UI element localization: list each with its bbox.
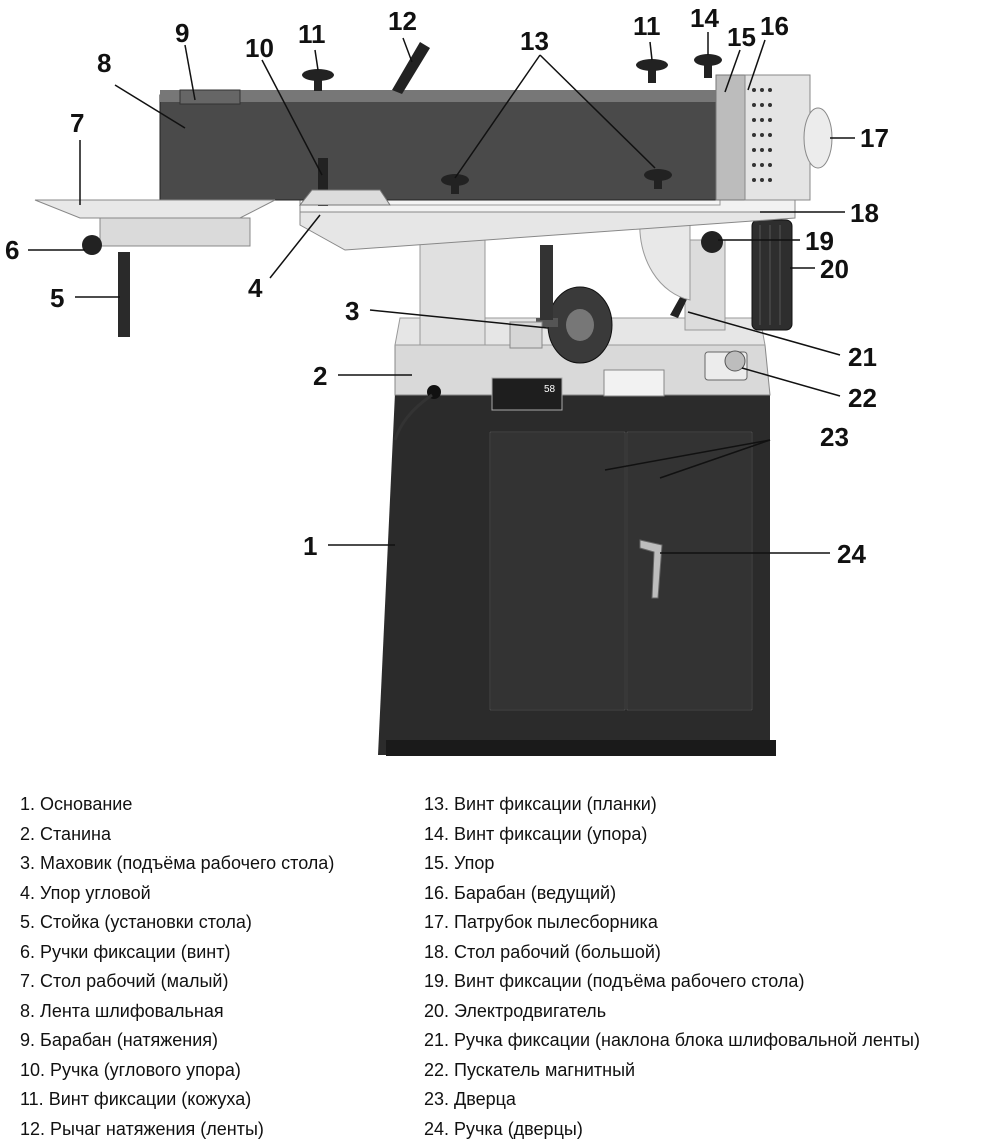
power-cable — [393, 393, 433, 441]
callout-11b: 11 — [633, 11, 661, 41]
legend-item: 7. Стол рабочий (малый) — [20, 971, 229, 991]
callout-16: 16 — [760, 11, 789, 41]
callout-24: 24 — [837, 539, 866, 569]
magnetic-starter — [704, 350, 748, 381]
callout-18: 18 — [850, 198, 879, 228]
callout-5: 5 — [50, 283, 64, 313]
callout-20: 20 — [820, 254, 849, 284]
top-knobs — [302, 54, 722, 194]
legend-item: 14. Винт фиксации (упора) — [424, 823, 648, 844]
vent-holes — [752, 88, 772, 182]
callout-19: 19 — [805, 226, 834, 256]
legend-item: 4. Упор угловой — [20, 882, 151, 903]
small-work-table — [34, 199, 276, 337]
cabinet-base — [378, 393, 776, 756]
legend-item: 17. Патрубок пылесборника — [424, 912, 658, 932]
legend-item: 11. Винт фиксации (кожуха) — [20, 1089, 252, 1109]
legend-item: 24. Ручка (дверцы) — [424, 1118, 583, 1139]
legend-item: 6. Ручки фиксации (винт) — [20, 941, 231, 962]
legend-item: 20. Электродвигатель — [424, 1000, 607, 1021]
callout-4: 4 — [248, 273, 263, 303]
door-handle — [639, 539, 663, 599]
callout-15: 15 — [727, 22, 756, 52]
callout-9: 9 — [175, 18, 189, 48]
legend-item: 22. Пускатель магнитный — [424, 1059, 636, 1080]
callout-2: 2 — [313, 361, 327, 391]
leader-lines — [28, 32, 855, 554]
angle-fence — [298, 158, 391, 206]
legend-item: 12. Рычаг натяжения (ленты) — [20, 1118, 264, 1139]
callout-1: 1 — [303, 531, 317, 561]
brand-plate: 58 — [491, 377, 563, 411]
dust-port — [803, 107, 833, 169]
legend-item: 19. Винт фиксации (подъёма рабочего стол… — [424, 971, 805, 991]
callout-3: 3 — [345, 296, 359, 326]
tension-lever — [392, 42, 430, 94]
callout-10: 10 — [245, 33, 274, 63]
legend-item: 21. Ручка фиксации (наклона блока шлифов… — [424, 1030, 920, 1050]
callout-13: 13 — [520, 26, 549, 56]
legend-item: 2. Станина — [20, 823, 112, 844]
callout-6: 6 — [5, 235, 19, 265]
callout-21: 21 — [848, 342, 877, 372]
legend-item: 15. Упор — [424, 853, 495, 873]
callout-7: 7 — [70, 108, 84, 138]
callout-17: 17 — [860, 123, 889, 153]
legend-item: 1. Основание — [20, 794, 133, 814]
sanding-belt-housing — [159, 74, 811, 201]
legend-item: 9. Барабан (натяжения) — [20, 1030, 219, 1050]
legend-item: 18. Стол рабочий (большой) — [424, 941, 661, 962]
warning-plate — [603, 369, 665, 397]
machine-frame — [394, 239, 771, 396]
legend-item: 10. Ручка (углового упора) — [20, 1059, 241, 1080]
machine-diagram: 58 — [5, 3, 889, 756]
legend-item: 16. Барабан (ведущий) — [424, 882, 617, 903]
callout-14: 14 — [690, 3, 719, 33]
legend-item: 13. Винт фиксации (планки) — [424, 794, 657, 814]
legend-item: 5. Стойка (установки стола) — [20, 912, 252, 932]
tension-drum — [179, 89, 241, 105]
legend-item: 8. Лента шлифовальная — [20, 1000, 224, 1021]
lift-lock-knob — [701, 231, 723, 253]
legend-item: 23. Дверца — [424, 1089, 516, 1109]
legend-left-column: 1. Основание 2. Станина 3. Маховик (подъ… — [20, 790, 334, 1144]
callout-11a: 11 — [298, 19, 326, 49]
handwheel — [509, 245, 613, 364]
belt-guard — [639, 219, 691, 301]
electric-motor — [751, 219, 793, 331]
callout-8: 8 — [97, 48, 111, 78]
svg-text:58: 58 — [544, 384, 556, 395]
callout-22: 22 — [848, 383, 877, 413]
legend-right-column: 13. Винт фиксации (планки) 14. Винт фикс… — [424, 790, 920, 1144]
legend-item: 3. Маховик (подъёма рабочего стола) — [20, 853, 335, 873]
callout-23: 23 — [820, 422, 849, 452]
callout-12: 12 — [388, 6, 417, 36]
